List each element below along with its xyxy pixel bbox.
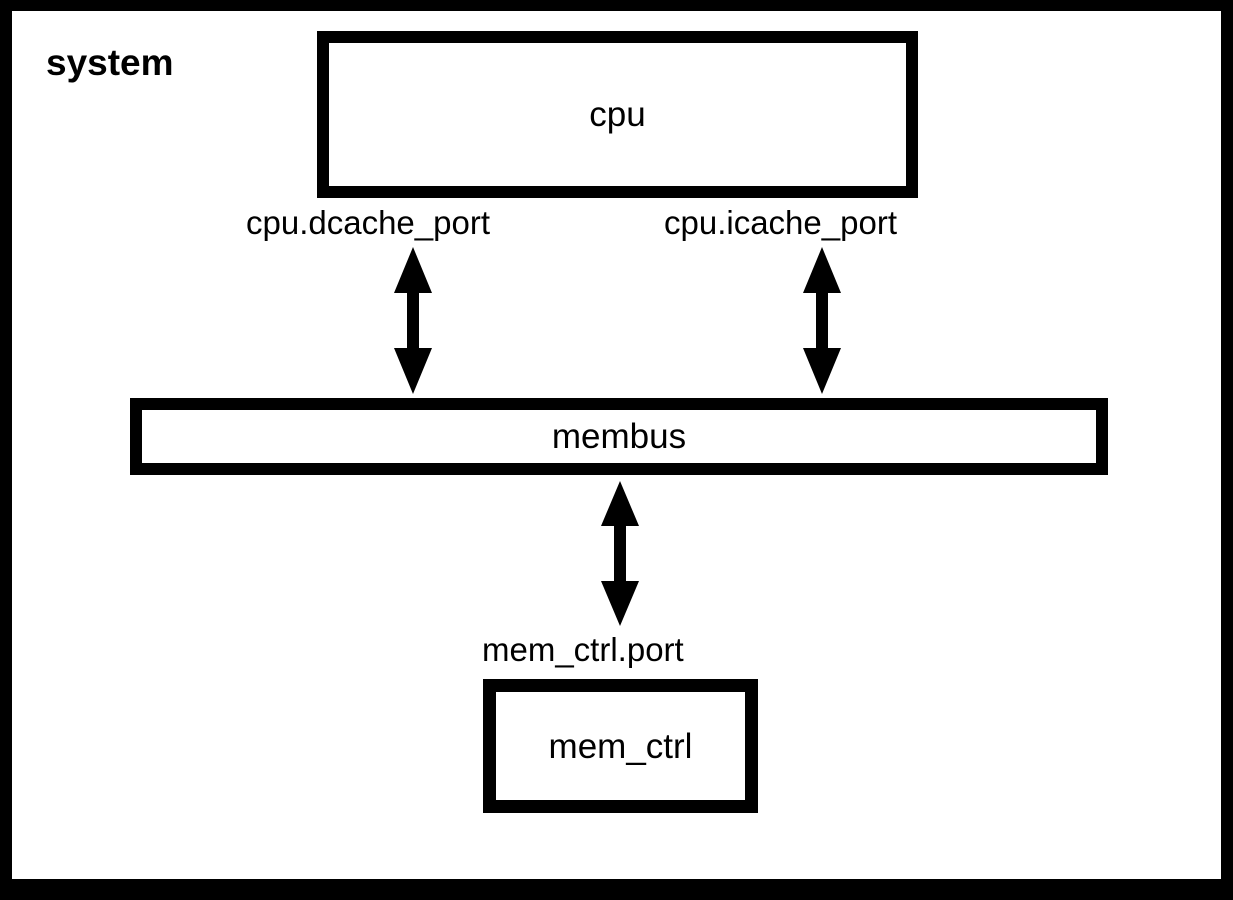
double-arrow-icon-membus-to-mem-ctrl <box>601 481 639 626</box>
node-membus[interactable]: membus <box>130 398 1108 475</box>
port-label-cpu-icache-port: cpu.icache_port <box>664 204 897 241</box>
node-cpu[interactable]: cpu <box>317 31 918 198</box>
node-mem-ctrl[interactable]: mem_ctrl <box>483 679 758 813</box>
node-membus-inner: membus <box>142 410 1096 463</box>
double-arrow-icon-cpu-icache-to-membus <box>803 247 841 394</box>
node-mem-ctrl-inner: mem_ctrl <box>496 692 745 800</box>
node-cpu-label: cpu <box>589 95 646 134</box>
port-label-mem-ctrl-port: mem_ctrl.port <box>482 631 684 668</box>
node-mem-ctrl-label: mem_ctrl <box>548 726 693 766</box>
system-title-label: system <box>46 42 174 83</box>
node-cpu-inner: cpu <box>329 43 906 186</box>
double-arrow-icon-cpu-dcache-to-membus <box>394 247 432 394</box>
port-label-cpu-dcache-port: cpu.dcache_port <box>246 204 491 241</box>
node-membus-label: membus <box>551 417 687 456</box>
